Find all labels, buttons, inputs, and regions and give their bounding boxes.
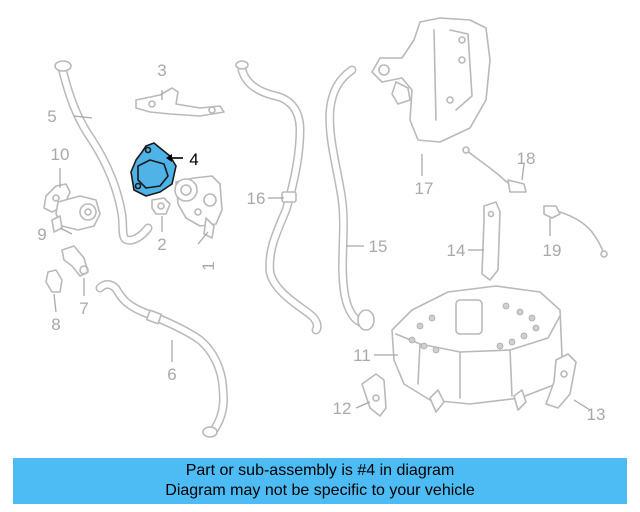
part-17-canister [371,17,491,143]
callout-7[interactable]: 7 [79,299,88,318]
info-banner-line-2: Diagram may not be specific to your vehi… [165,482,475,499]
callout-12[interactable]: 12 [333,399,352,418]
part-13-bracket [545,353,577,409]
part-1-valve [174,175,223,239]
info-banner: Part or sub-assembly is #4 in diagram Di… [13,458,627,504]
part-6-hose [95,280,229,438]
part-3-bracket [135,87,225,117]
part-12-bracket [361,373,387,417]
part-16-hose [235,60,322,335]
part-15-hose [325,65,375,331]
callout-1[interactable]: 1 [199,261,218,270]
info-banner-line-1: Part or sub-assembly is #4 in diagram [185,462,455,479]
part-14-strap [481,201,501,281]
part-11-canister [391,285,563,413]
callout-4[interactable]: 4 [189,150,198,169]
callout-5[interactable]: 5 [47,107,56,126]
part-5-hose [54,60,153,245]
part-8-clip [45,269,63,293]
callout-9[interactable]: 9 [37,225,46,244]
callout-17[interactable]: 17 [415,179,434,198]
part-2-fitting [151,197,171,215]
callout-18[interactable]: 18 [517,149,536,168]
part-9-valve [51,195,101,233]
callout-3[interactable]: 3 [157,61,166,80]
callout-8[interactable]: 8 [51,315,60,334]
part-18-sensor [462,146,527,193]
callout-6[interactable]: 6 [167,365,176,384]
part-7-connector [61,245,89,277]
callout-13[interactable]: 13 [587,405,606,424]
callout-15[interactable]: 15 [369,237,388,256]
callout-14[interactable]: 14 [447,241,466,260]
part-19-sensor [543,205,608,258]
callout-2[interactable]: 2 [157,235,166,254]
callout-11[interactable]: 11 [353,346,371,365]
callout-10[interactable]: 10 [51,145,70,164]
leader-lines [53,90,591,411]
part-4-highlighted [130,142,177,197]
callout-16[interactable]: 16 [247,189,266,208]
callout-19[interactable]: 19 [543,241,562,260]
parts-diagram: 1 2 3 4 5 6 7 8 9 10 11 12 13 14 15 16 1… [37,17,608,438]
